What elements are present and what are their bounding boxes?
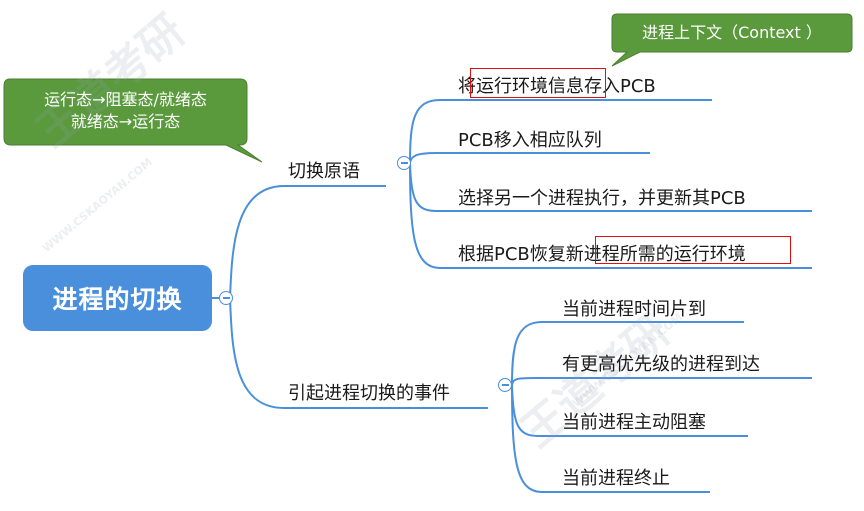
context-callout: 进程上下文（Context ）: [642, 23, 822, 42]
branch-switch-primitive[interactable]: 切换原语: [288, 161, 360, 182]
edge-b1-c2: [409, 152, 650, 164]
edge-b2-c2: [511, 377, 812, 386]
edge-b1-c1: [409, 99, 712, 164]
branch2-collapse-toggle[interactable]: [498, 378, 512, 392]
branch1-collapse-toggle[interactable]: [397, 156, 411, 170]
node-pcb-move-queue[interactable]: PCB移入相应队列: [458, 130, 602, 151]
root-node[interactable]: 进程的切换: [23, 265, 212, 331]
node-process-terminates[interactable]: 当前进程终止: [562, 468, 670, 489]
edge-b2-c1: [511, 321, 744, 386]
states-callout-line1: 运行态→阻塞态/就绪态: [44, 90, 207, 109]
node-restore-env[interactable]: 根据PCB恢复新进程所需的运行环境: [458, 244, 746, 265]
context-callout-bubble: [611, 13, 853, 67]
highlight-box-restore-env: [595, 236, 791, 264]
node-higher-priority-arrives[interactable]: 有更高优先级的进程到达: [562, 354, 760, 375]
edge-b2-c4: [511, 384, 710, 493]
edge-root-branch2: [229, 297, 488, 409]
states-callout-bubble: [3, 78, 263, 163]
edge-root-branch1: [229, 185, 386, 299]
root-collapse-toggle[interactable]: [219, 291, 233, 305]
node-time-slice-expired[interactable]: 当前进程时间片到: [562, 299, 706, 320]
states-callout-line2: 就绪态→运行态: [70, 112, 181, 131]
node-save-env-to-pcb[interactable]: 将运行环境信息存入PCB: [458, 76, 656, 97]
node-voluntary-block[interactable]: 当前进程主动阻塞: [562, 412, 706, 433]
highlight-box-save-env: [470, 68, 606, 98]
branch-switch-events[interactable]: 引起进程切换的事件: [288, 383, 450, 404]
states-callout: 运行态→阻塞态/就绪态 就绪态→运行态: [4, 89, 247, 133]
node-select-another-process[interactable]: 选择另一个进程执行，并更新其PCB: [458, 188, 746, 209]
edge-b1-c4: [409, 162, 812, 269]
